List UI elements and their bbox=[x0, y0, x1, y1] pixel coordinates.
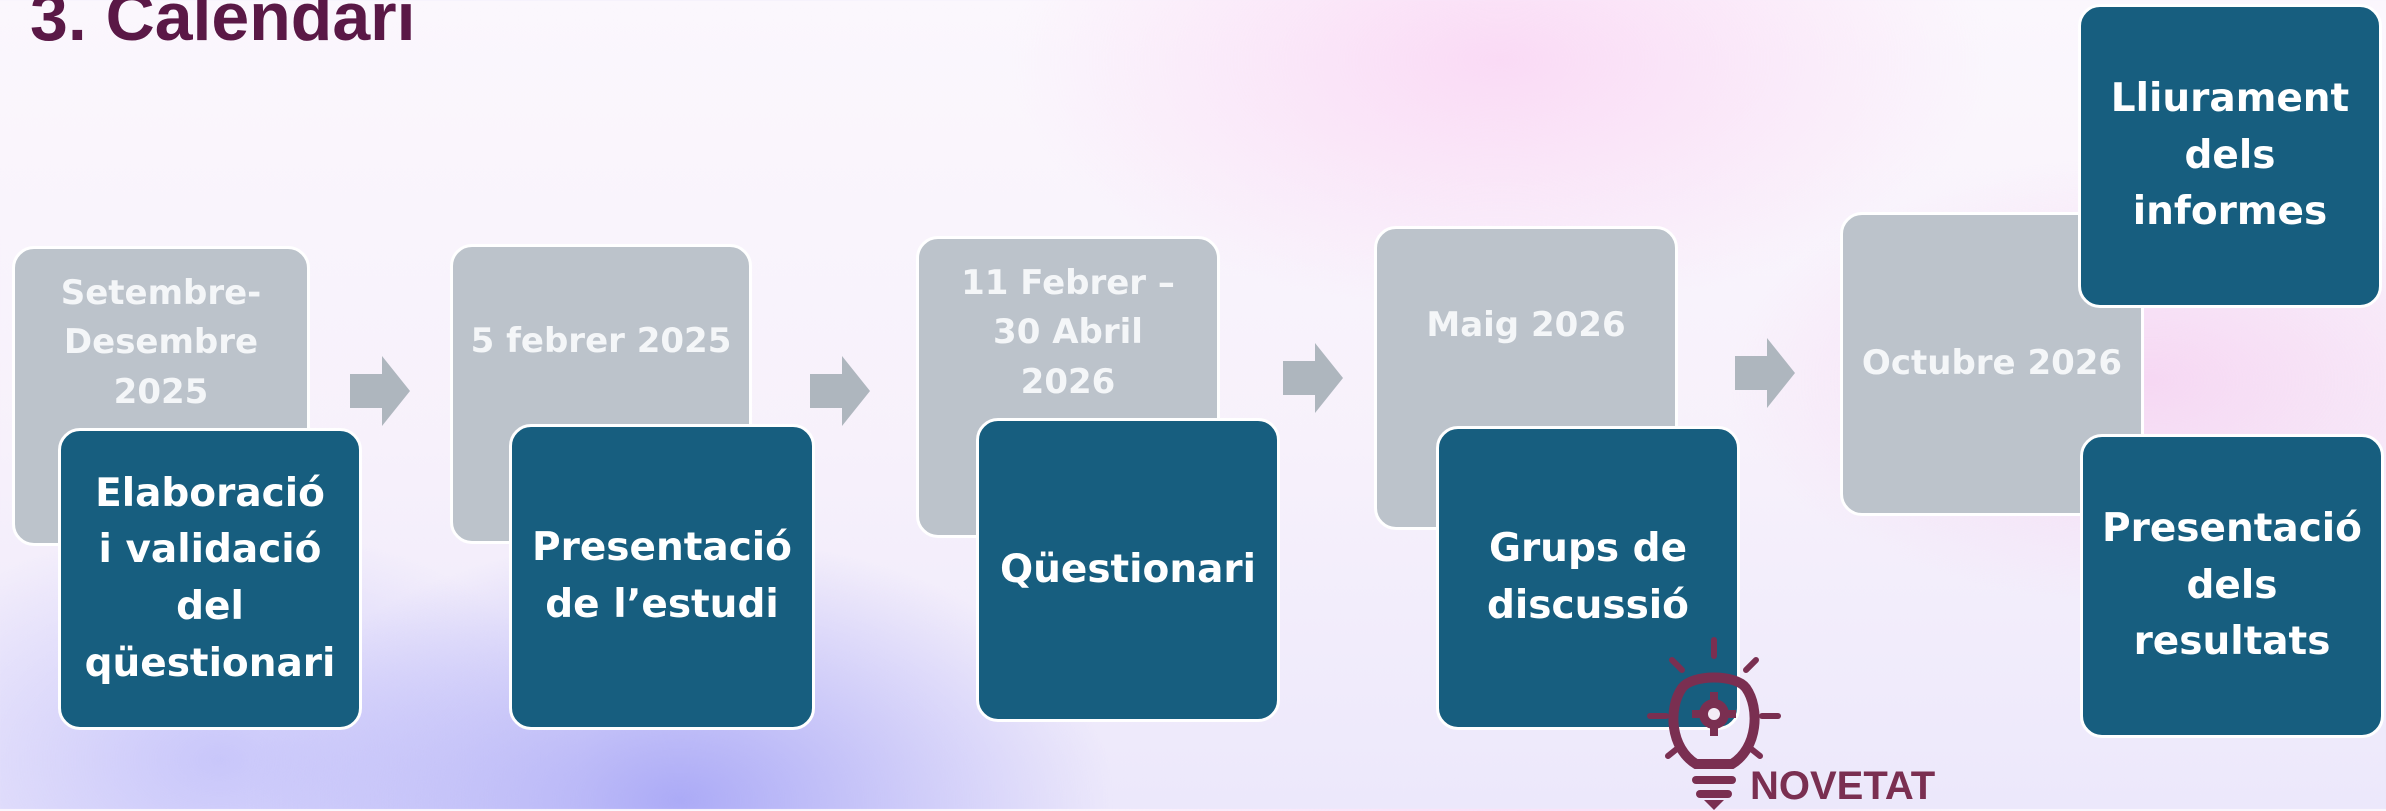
final-output-2-line-2: dels bbox=[2186, 562, 2278, 608]
step-1-activity-line-1: Elaboració bbox=[95, 470, 325, 516]
step-2-activity-line-1: Presentació bbox=[532, 525, 792, 571]
step-4-activity-line-2: discussió bbox=[1487, 583, 1689, 628]
arrow-right-icon bbox=[1283, 343, 1343, 413]
page-title: 3. Calendari bbox=[30, 0, 416, 55]
step-4-activity-box: Grups de discussió bbox=[1436, 426, 1740, 730]
novetat-label: NOVETAT bbox=[1750, 764, 1936, 808]
step-3-date-line-2: 30 Abril bbox=[993, 312, 1143, 353]
step-2-activity-line-2: de l’estudi bbox=[545, 582, 779, 627]
step-1-activity-line-4: qüestionari bbox=[84, 640, 336, 686]
final-output-1-line-2: dels bbox=[2184, 132, 2276, 178]
final-output-2-line-1: Presentació bbox=[2102, 506, 2362, 552]
step-3-date-line-1: 11 Febrer – bbox=[961, 263, 1175, 303]
final-output-2-line-3: resultats bbox=[2133, 619, 2331, 665]
final-output-2-box: Presentació dels resultats bbox=[2080, 434, 2384, 738]
step-3-activity-box: Qüestionari bbox=[976, 418, 1280, 722]
step-2-activity-box: Presentació de l’estudi bbox=[509, 424, 815, 730]
step-1-date-line-2: Desembre bbox=[63, 322, 259, 363]
final-output-1-line-1: Lliurament bbox=[2110, 76, 2350, 122]
step-4-activity-line-1: Grups de bbox=[1488, 526, 1688, 572]
step-3-date-line-3: 2026 bbox=[1020, 361, 1116, 402]
final-output-1-box: Lliurament dels informes bbox=[2078, 4, 2382, 308]
step-1-activity-line-2: i validació bbox=[98, 527, 322, 573]
arrow-right-icon bbox=[810, 356, 870, 426]
step-5-date-line-1: Octubre 2026 bbox=[1861, 343, 2123, 384]
arrow-right-icon bbox=[350, 356, 410, 426]
step-1-activity-box: Elaboració i validació del qüestionari bbox=[58, 428, 362, 730]
step-1-date-line-1: Setembre- bbox=[60, 273, 262, 313]
step-1-activity-line-3: del bbox=[176, 584, 244, 629]
step-2-date-line-1: 5 febrer 2025 bbox=[470, 321, 732, 361]
lightbulb-gear-icon bbox=[1647, 637, 1781, 810]
final-output-1-line-3: informes bbox=[2132, 189, 2328, 235]
arrow-right-icon bbox=[1735, 338, 1795, 408]
step-1-date-line-3: 2025 bbox=[113, 371, 209, 412]
step-3-activity-line-1: Qüestionari bbox=[999, 546, 1257, 592]
step-4-date-line-1: Maig 2026 bbox=[1426, 305, 1626, 345]
